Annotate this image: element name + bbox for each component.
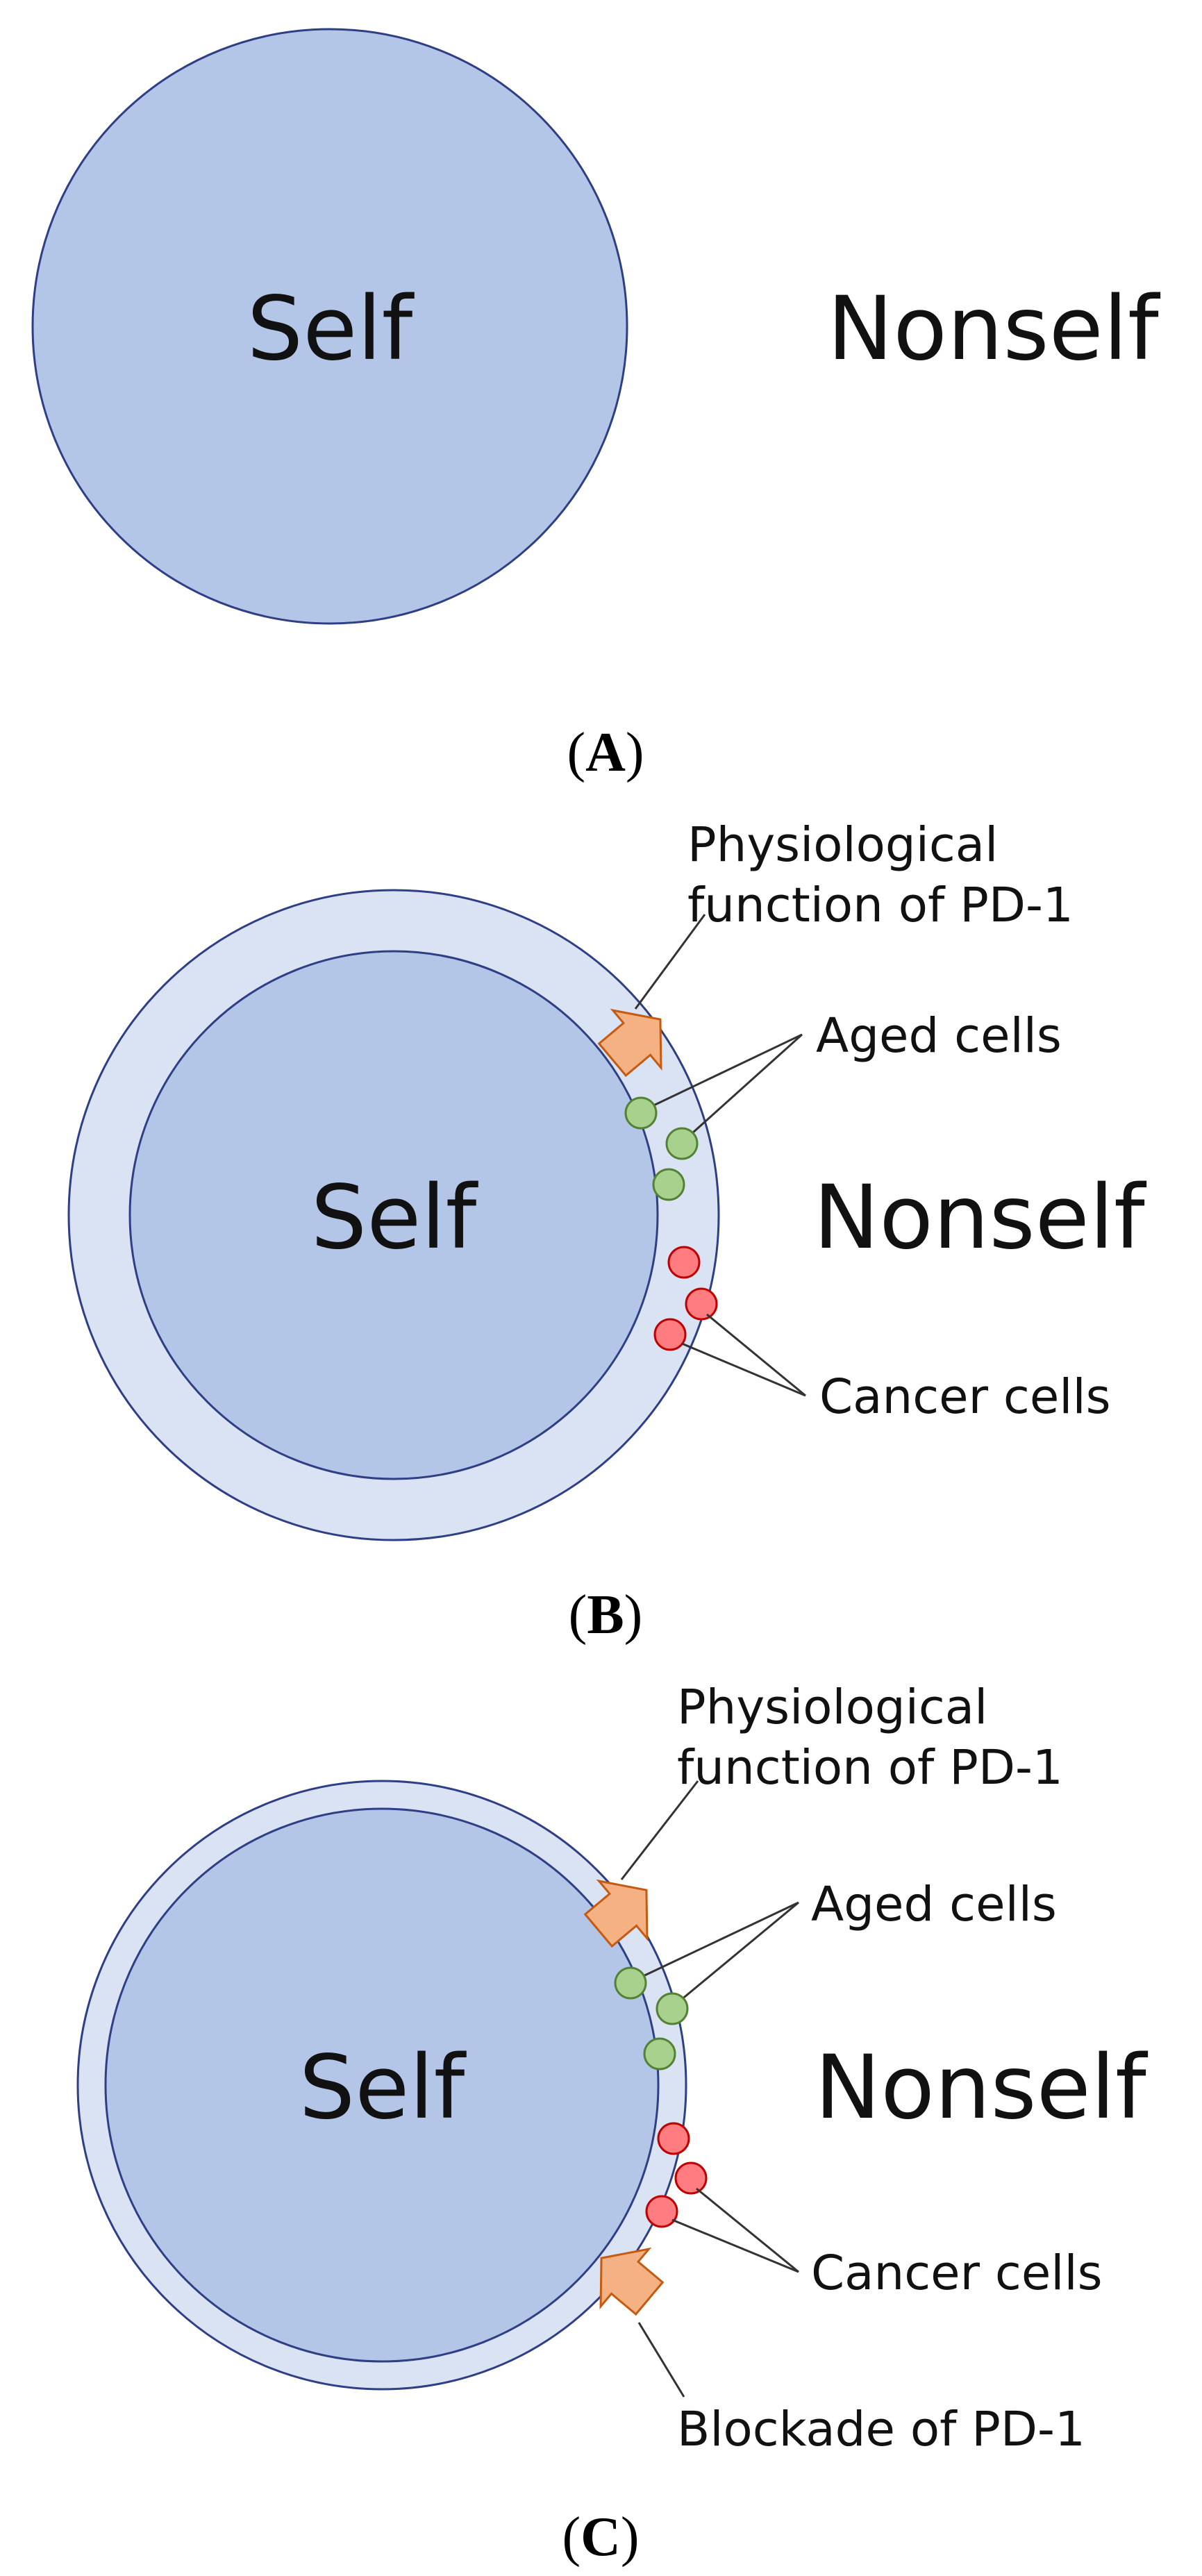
self-circle [128, 950, 659, 1480]
self-circle [31, 28, 628, 625]
aged-cells-leader-line [649, 1033, 803, 1109]
aged-cell [624, 1096, 658, 1130]
panel-caption: (C) [562, 2507, 639, 2568]
self-label: Self [299, 2036, 467, 2139]
aged-cell [614, 1966, 647, 2000]
cancer-cells-leader-line [696, 2187, 799, 2273]
cancer-cells-label: Cancer cells [811, 2245, 1103, 2301]
aged-cell [652, 1168, 685, 1201]
nonself-label: Nonself [827, 277, 1161, 380]
cancer-cell [653, 1318, 687, 1351]
cancer-cell [674, 2161, 708, 2195]
physiological-leader-line [634, 914, 706, 1010]
self-label: Self [311, 1166, 479, 1269]
cancer-cells-leader-line [706, 1313, 806, 1397]
cancer-cells-leader-line [681, 1342, 806, 1397]
aged-cells-label: Aged cells [811, 1877, 1057, 1932]
panel-caption: (A) [567, 722, 644, 783]
panel-a: Self Nonself (A) [31, 28, 1161, 783]
cancer-cells-leader-line [671, 2218, 799, 2273]
nonself-label: Nonself [813, 1166, 1147, 1269]
aged-cell [643, 2037, 676, 2071]
cancer-cell [657, 2122, 690, 2155]
nonself-label: Nonself [815, 2036, 1149, 2139]
blockade-arrow [599, 2247, 665, 2316]
panel-caption: (B) [569, 1584, 643, 1646]
aged-cells-leader-line [676, 1901, 799, 2005]
aged-cells-label: Aged cells [816, 1008, 1062, 1064]
blockade-label: Blockade of PD-1 [677, 2402, 1085, 2457]
cancer-cells-label: Cancer cells [819, 1369, 1111, 1425]
self-label: Self [247, 277, 415, 380]
physiological-arrow [597, 1008, 662, 1078]
self-circle [104, 1807, 660, 2363]
blockade-leader-line [637, 2322, 685, 2398]
aged-cell [656, 1992, 689, 2025]
aged-cells-leader-line [685, 1033, 803, 1140]
cancer-cell [685, 1287, 718, 1321]
cancer-cell [645, 2195, 678, 2228]
cancer-cell [667, 1246, 701, 1279]
physiological-arrow [583, 1879, 649, 1948]
aged-cell [665, 1127, 699, 1160]
physiological-leader-line [620, 1780, 699, 1880]
aged-cells-leader-line [640, 1901, 799, 1979]
